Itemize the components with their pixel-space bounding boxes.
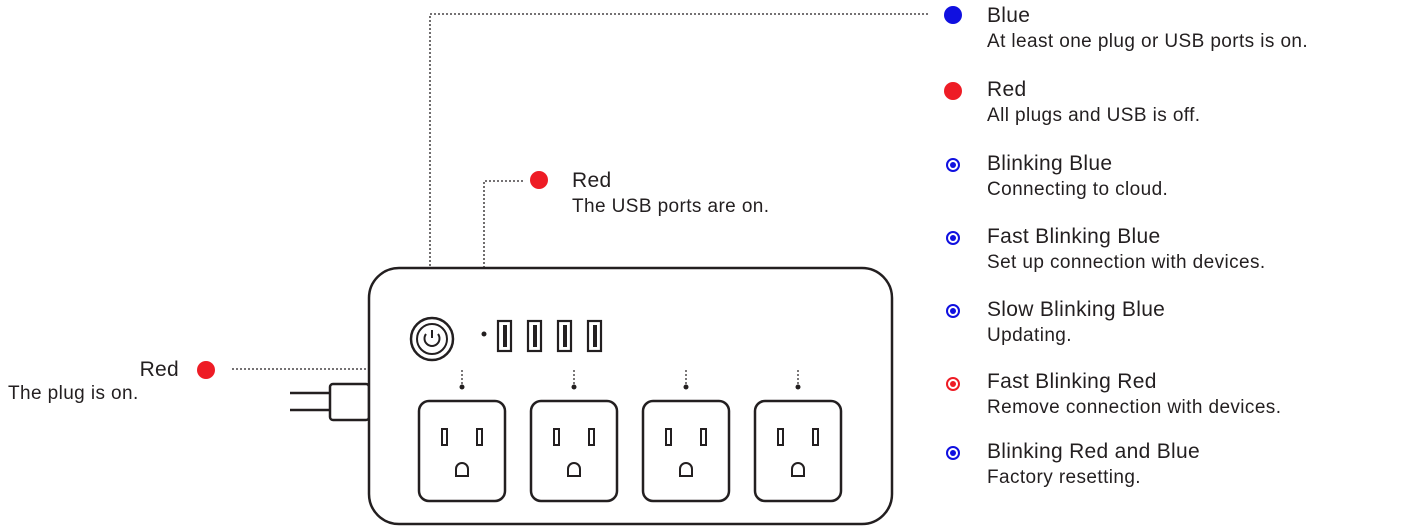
usb-ports xyxy=(496,319,603,353)
power-button-icon[interactable] xyxy=(409,316,455,362)
usb-port-1 xyxy=(496,319,513,353)
blinking-red-and-blue-ring-icon xyxy=(946,446,960,460)
legend-desc: Updating. xyxy=(987,325,1072,346)
solid-blue-dot-icon xyxy=(944,6,962,24)
fast-blinking-red-ring-icon xyxy=(946,377,960,391)
plug-indicator-red-dot xyxy=(197,361,215,379)
legend-desc: All plugs and USB is off. xyxy=(987,105,1201,126)
fast-blinking-blue-ring-icon xyxy=(946,231,960,245)
legend-title: Fast Blinking Red xyxy=(987,370,1157,393)
usb-indicator-title: Red xyxy=(572,169,612,192)
legend-title: Blinking Red and Blue xyxy=(987,440,1200,463)
outlet-2 xyxy=(529,399,619,503)
blinking-blue-ring-icon xyxy=(946,158,960,172)
power-cord xyxy=(290,382,371,422)
usb-led xyxy=(481,331,487,337)
usb-indicator-red-dot xyxy=(530,171,548,189)
legend-desc: Remove connection with devices. xyxy=(987,397,1282,418)
leader-line-usb xyxy=(483,180,523,332)
usb-port-3 xyxy=(556,319,573,353)
outlet-4 xyxy=(753,399,843,503)
legend-desc: At least one plug or USB ports is on. xyxy=(987,31,1309,52)
outlets xyxy=(417,399,843,503)
legend-title: Slow Blinking Blue xyxy=(987,298,1166,321)
legend-title: Blinking Blue xyxy=(987,152,1113,175)
legend-title: Blue xyxy=(987,4,1031,27)
slow-blinking-blue-ring-icon xyxy=(946,304,960,318)
plug-indicator-title: Red xyxy=(139,358,179,381)
power-strip-body xyxy=(367,266,894,526)
legend-title: Red xyxy=(987,78,1027,101)
solid-red-dot-icon xyxy=(944,82,962,100)
leader-line-power xyxy=(429,13,928,330)
legend-desc: Set up connection with devices. xyxy=(987,252,1266,273)
outlet-1 xyxy=(417,399,507,503)
legend-desc: Factory resetting. xyxy=(987,467,1141,488)
legend-desc: Connecting to cloud. xyxy=(987,179,1169,200)
usb-indicator-desc: The USB ports are on. xyxy=(572,196,770,217)
legend-title: Fast Blinking Blue xyxy=(987,225,1161,248)
usb-port-2 xyxy=(526,319,543,353)
usb-port-4 xyxy=(586,319,603,353)
outlet-leds xyxy=(459,370,801,390)
outlet-3 xyxy=(641,399,731,503)
plug-indicator-desc: The plug is on. xyxy=(8,383,139,404)
